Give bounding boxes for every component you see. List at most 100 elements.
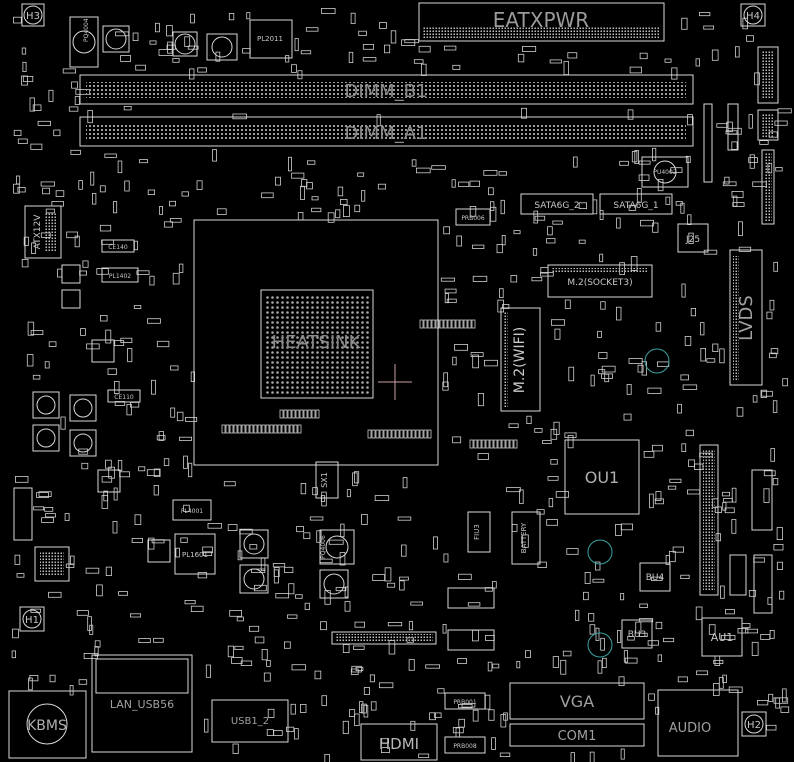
smd-component xyxy=(635,621,642,634)
smd-component xyxy=(29,675,39,682)
resistor-prb001: PRB001 xyxy=(444,692,486,710)
smd-component xyxy=(304,602,310,611)
smd-component xyxy=(402,477,408,489)
smd-component xyxy=(564,432,577,438)
smd-component xyxy=(48,341,57,347)
smd-component xyxy=(533,210,539,224)
smd-component xyxy=(115,31,130,37)
smd-component xyxy=(134,514,142,525)
smd-component xyxy=(600,301,606,310)
smd-component xyxy=(471,629,479,642)
inductor-pq4004: PQ4004 xyxy=(69,16,99,68)
smd-component xyxy=(281,424,286,434)
chip xyxy=(447,629,495,651)
svg-text:BU4: BU4 xyxy=(646,573,665,583)
svg-text:DIMM_B1: DIMM_B1 xyxy=(344,81,427,102)
smd-component xyxy=(551,319,565,326)
smd-component xyxy=(573,156,578,168)
smd-component xyxy=(601,365,616,373)
svg-text:ATX12V: ATX12V xyxy=(33,214,43,250)
smd-component xyxy=(380,747,390,753)
smd-component xyxy=(383,429,388,439)
smd-component xyxy=(431,165,446,170)
smd-component xyxy=(277,424,282,434)
smd-component xyxy=(627,636,635,641)
smd-component xyxy=(164,221,174,228)
smd-component xyxy=(499,288,504,299)
smd-component xyxy=(519,489,524,504)
dimm-b1-slot: DIMM_B1 xyxy=(79,74,694,105)
smd-component xyxy=(472,275,488,282)
smd-component xyxy=(12,16,22,24)
smd-component xyxy=(639,52,648,60)
smd-component xyxy=(485,635,495,641)
header xyxy=(727,103,739,151)
smd-component xyxy=(101,495,109,509)
smd-component xyxy=(774,120,788,126)
smd-component xyxy=(153,637,164,643)
lan-usb-connector: LAN_USB56 xyxy=(91,654,193,753)
smd-component xyxy=(377,183,386,190)
smd-component xyxy=(287,156,292,172)
header xyxy=(753,554,773,614)
smd-component xyxy=(16,573,25,578)
smd-component xyxy=(720,635,736,640)
smd-component xyxy=(575,609,580,621)
smd-component xyxy=(634,149,639,164)
smd-component xyxy=(212,149,217,162)
smd-component xyxy=(640,219,655,227)
smd-component xyxy=(483,170,498,176)
smd-component xyxy=(375,429,380,439)
smd-component xyxy=(546,519,559,526)
smd-component xyxy=(583,591,589,601)
m2-socket3-slot: M.2(SOCKET3) xyxy=(547,264,653,298)
smd-component xyxy=(711,49,719,61)
smd-component xyxy=(685,429,694,437)
smd-component xyxy=(522,534,529,548)
smd-component xyxy=(687,214,692,226)
smd-component xyxy=(300,704,307,713)
smd-component xyxy=(273,730,283,736)
svg-text:AU1: AU1 xyxy=(711,631,734,644)
smd-component xyxy=(113,487,118,501)
smd-component xyxy=(443,372,449,388)
smd-component xyxy=(354,621,366,628)
smd-component xyxy=(706,358,716,363)
smd-component xyxy=(269,424,274,434)
smd-component xyxy=(722,502,727,511)
smd-component xyxy=(358,30,367,36)
smd-component xyxy=(146,469,160,477)
smd-component xyxy=(156,435,166,441)
smd-component xyxy=(563,61,569,76)
smd-component xyxy=(362,57,377,62)
smd-component xyxy=(172,58,180,63)
smd-component xyxy=(307,409,312,419)
smd-component xyxy=(168,200,176,207)
smd-component xyxy=(339,552,346,566)
smd-component xyxy=(672,546,684,553)
svg-text:M.2(WIFI): M.2(WIFI) xyxy=(512,327,528,394)
smd-component xyxy=(513,230,521,235)
smd-component xyxy=(100,314,108,322)
smd-component xyxy=(525,650,531,658)
smd-component xyxy=(443,226,451,235)
smd-component xyxy=(253,424,258,434)
smd-component xyxy=(354,713,360,726)
smd-component xyxy=(481,439,486,449)
svg-text:J25: J25 xyxy=(685,235,700,245)
smd-component xyxy=(773,261,778,272)
smd-component xyxy=(291,664,306,671)
smd-component xyxy=(284,566,294,573)
smd-component xyxy=(395,429,400,439)
smd-component xyxy=(655,621,663,630)
smd-component xyxy=(363,704,369,718)
smd-component xyxy=(773,544,784,551)
smd-component xyxy=(184,36,191,47)
mounting-hole-h4: H4 xyxy=(740,3,766,27)
smd-component xyxy=(477,392,484,407)
smd-component xyxy=(342,205,350,218)
smd-component xyxy=(726,121,733,133)
smd-component xyxy=(455,319,460,329)
smd-component xyxy=(513,439,518,449)
smd-component xyxy=(451,179,456,188)
